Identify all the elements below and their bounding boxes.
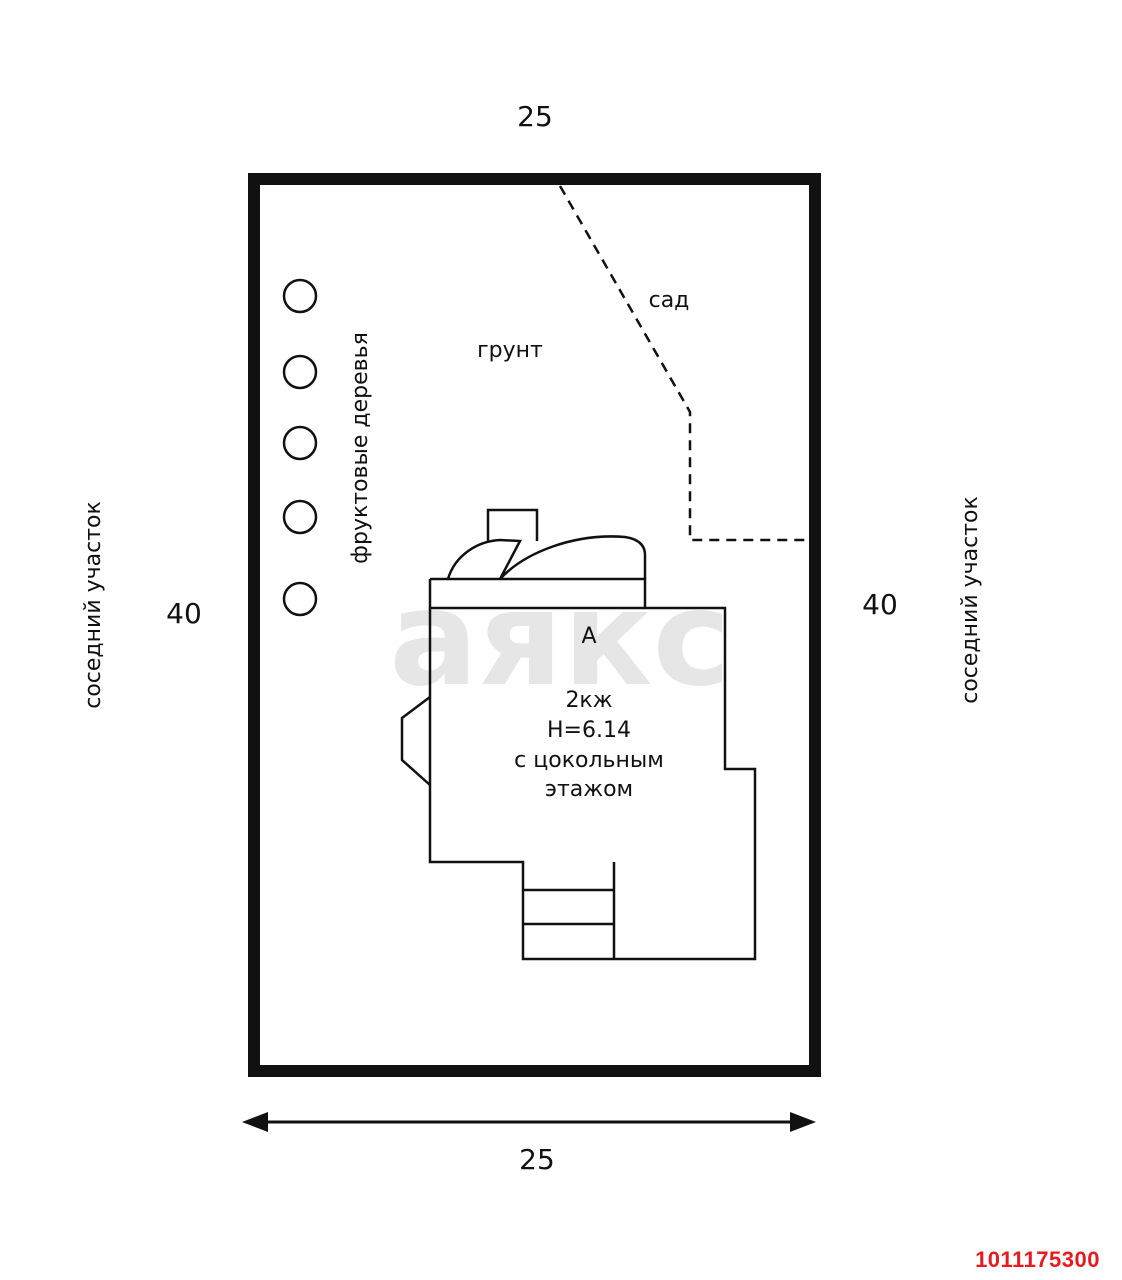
left-neighbor-label: соседний участок [81, 501, 106, 709]
roof-bump-small [446, 538, 523, 580]
dimension-arrow [242, 1112, 816, 1132]
dimension-top: 25 [517, 100, 553, 133]
plot-boundary [248, 173, 821, 1077]
fruit-trees-label: фруктовые деревья [348, 332, 373, 564]
building-basement-line2: этажом [545, 777, 633, 802]
building-letter: А [581, 624, 596, 649]
arrow-head-left [242, 1112, 268, 1132]
dimension-left: 40 [166, 597, 202, 630]
right-neighbor-label: соседний участок [958, 496, 983, 704]
bay-window [400, 696, 431, 786]
tree-circle [282, 278, 318, 314]
tree-circle [282, 354, 318, 390]
building-outline [428, 577, 757, 961]
ground-label: грунт [477, 338, 543, 363]
building-height: Н=6.14 [547, 718, 631, 743]
watermark-logo: аякс [389, 562, 731, 716]
dimension-bottom: 25 [519, 1143, 555, 1176]
garden-boundary [558, 185, 809, 542]
roof-bump-large [499, 535, 647, 580]
chimney [486, 508, 539, 541]
tree-circle [282, 581, 318, 617]
garden-label: сад [649, 288, 690, 313]
arrow-head-right [790, 1112, 816, 1132]
listing-id: 1011175300 [975, 1247, 1100, 1272]
tree-circle [282, 425, 318, 461]
fruit-trees [282, 278, 318, 617]
building-floors: 2кж [565, 688, 612, 713]
dimension-right: 40 [862, 588, 898, 621]
building-a [400, 508, 757, 961]
tree-circle [282, 499, 318, 535]
building-basement-line1: с цокольным [514, 748, 664, 773]
